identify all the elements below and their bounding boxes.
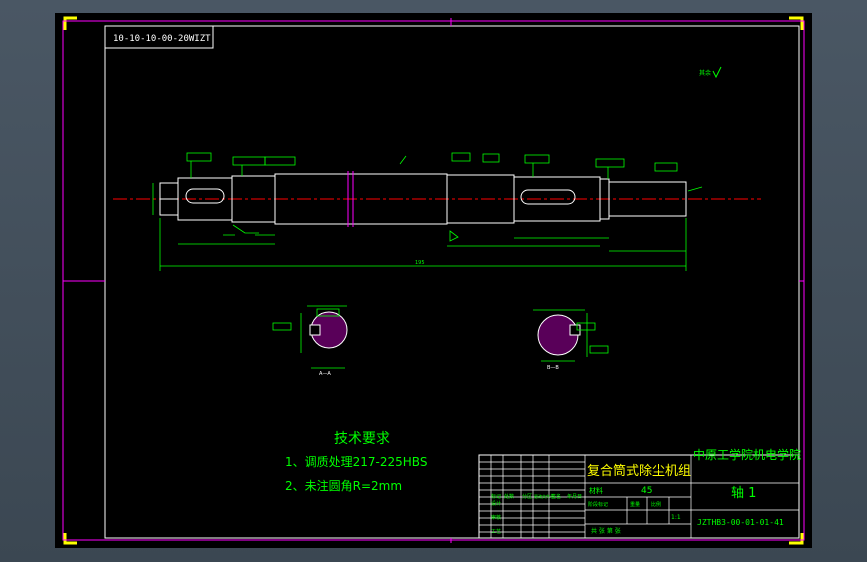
title-block: 标记 设计 审核 工艺 处数 分区 更改文件号 签名 年月日 复合筒式除尘机组 … [478, 447, 801, 539]
institution-name: 中原工学院机电学院 [693, 447, 801, 462]
tech-requirement-2: 2、未注圆角R=2mm [285, 478, 402, 493]
part-name: 轴 1 [731, 486, 756, 501]
section-b-label: B—B [547, 365, 559, 371]
tech-requirement-1: 1、调质处理217-225HBS [285, 455, 427, 469]
row-label-review: 审核 [491, 514, 501, 521]
row-label-mark: 标记 [491, 493, 501, 500]
scale-value: 1:1 [671, 514, 681, 521]
sheet-label: 共 张 第 张 [591, 527, 621, 535]
corner-code: 10-10-10-00-20WIZT [113, 34, 211, 44]
weight-label: 重量 [630, 501, 640, 508]
material-label: 材料 [589, 486, 603, 495]
col-label-zone: 分区 [522, 493, 532, 500]
col-label-change-doc: 更改文件号 [534, 493, 554, 499]
viewport-corner-marks [63, 16, 804, 545]
material-value: 45 [641, 486, 652, 496]
roughness-symbol [712, 66, 722, 79]
shaft-outline [159, 173, 687, 225]
section-b-b: B—B [533, 309, 609, 371]
col-label-date: 年月日 [567, 493, 582, 500]
overall-length-dim: 195 [415, 260, 425, 266]
sheet-outer-frame [62, 20, 805, 541]
section-a-a: A—A [272, 305, 348, 377]
product-name: 复合筒式除尘机组 [587, 463, 691, 479]
drawing-canvas: 10-10-10-00-20WIZT 其余 [62, 16, 805, 545]
roughness-note: 其余 [699, 69, 711, 77]
drawing-viewport[interactable]: 10-10-10-00-20WIZT 其余 [55, 13, 812, 548]
shaft-dimensions: 195 [152, 152, 703, 271]
sheet-inner-frame [104, 25, 800, 539]
corner-code-box [104, 25, 214, 49]
tech-requirements-title: 技术要求 [334, 431, 390, 447]
col-label-count: 处数 [504, 493, 514, 500]
section-a-label: A—A [319, 371, 331, 377]
break-lines [347, 171, 354, 227]
col-label-signature: 签名 [551, 493, 561, 500]
row-label-process: 工艺 [491, 529, 501, 535]
drawing-number: JZTHB3-00-01-01-41 [697, 518, 784, 527]
row-label-design: 设计 [491, 500, 501, 507]
stage-label: 阶段标记 [588, 501, 608, 508]
scale-label: 比例 [651, 501, 661, 508]
